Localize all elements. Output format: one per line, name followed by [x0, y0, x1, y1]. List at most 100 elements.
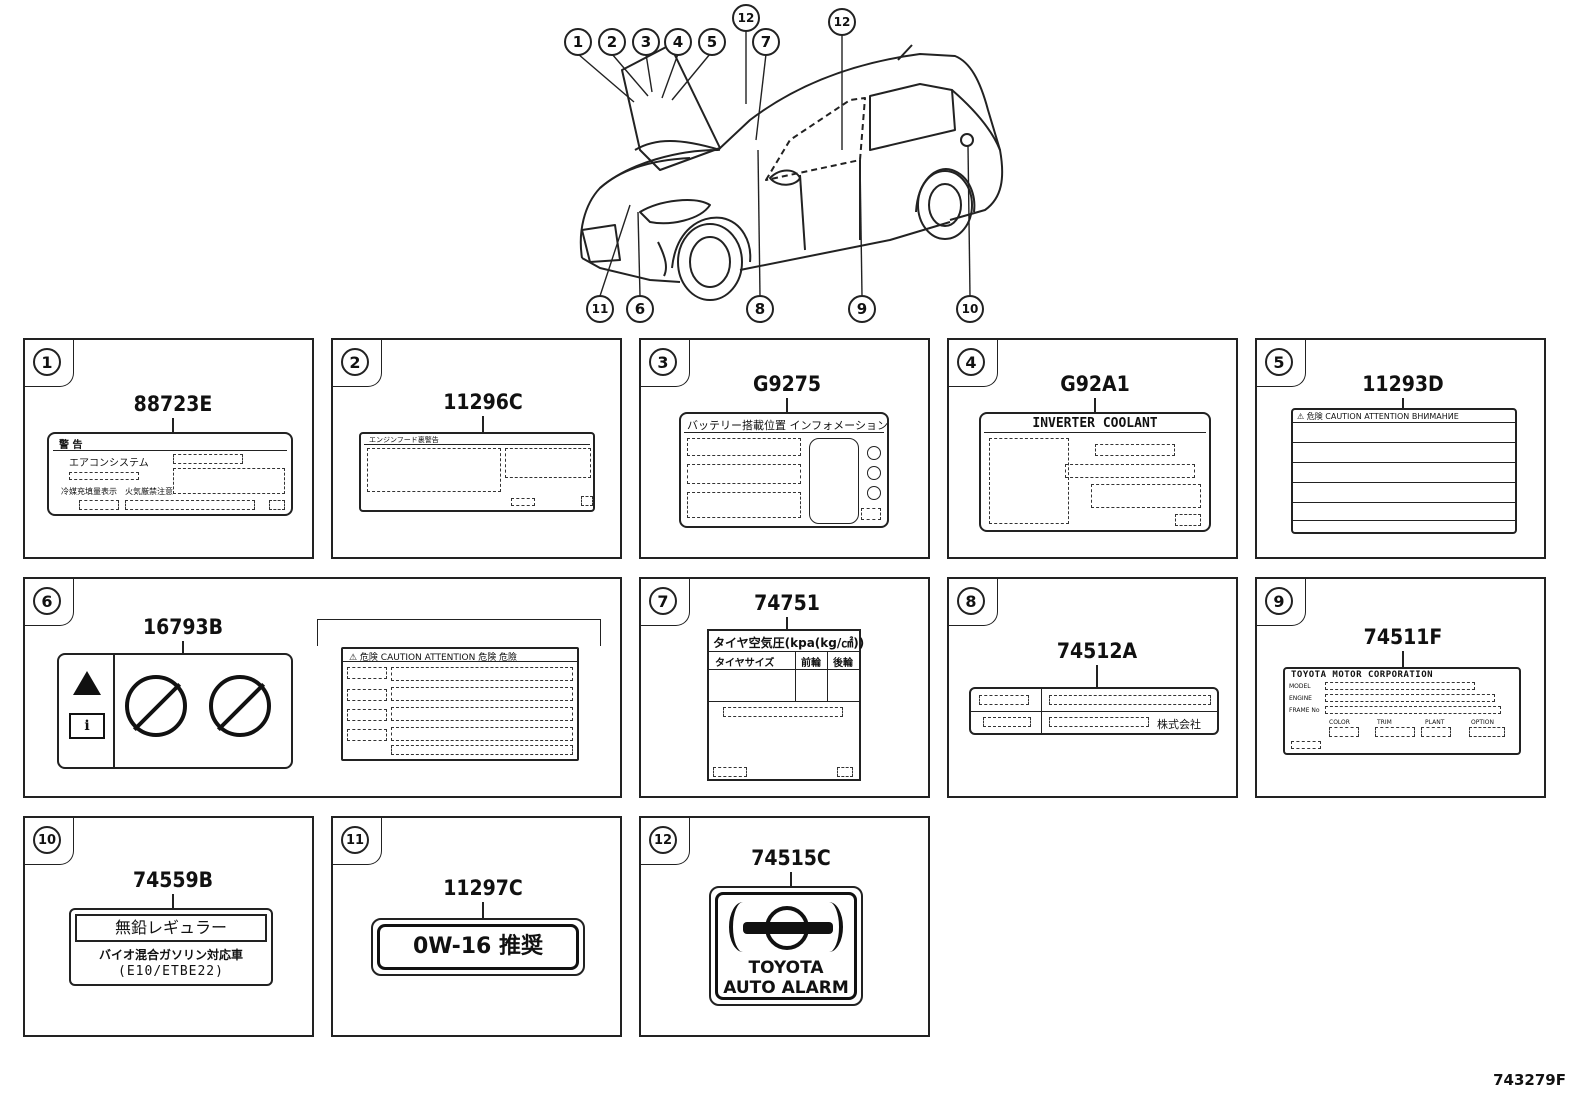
label-11293D: ⚠ 危険 CAUTION ATTENTION ВНИМАНИЕ: [1291, 408, 1517, 534]
callout-9: 9: [848, 295, 876, 323]
panel-number: 2: [341, 348, 369, 376]
leader-line: [1402, 651, 1404, 669]
label-heading: ⚠ 危険 CAUTION ATTENTION ВНИМАНИЕ: [1297, 412, 1459, 421]
callout-11: 11: [586, 295, 614, 323]
label-column-size: タイヤサイズ: [715, 658, 775, 669]
part-number: 74559B: [132, 868, 214, 892]
label-heading: TOYOTA MOTOR CORPORATION: [1291, 670, 1434, 680]
panel-12: 12 74515C TOYOTA AUTO ALARM: [639, 816, 930, 1037]
label-row-frame: FRAME No: [1289, 707, 1320, 714]
callout-8: 8: [746, 295, 774, 323]
part-number: 11296C: [443, 390, 523, 414]
leader-line: [786, 617, 788, 629]
leader-line: [786, 398, 788, 412]
callout-4: 4: [664, 28, 692, 56]
callout-5: 5: [698, 28, 726, 56]
label-column-front: 前輪: [801, 658, 821, 669]
panel-7: 7 74751 タイヤ空気圧(kpa(kg/㎠)) タイヤサイズ 前輪 後輪: [639, 577, 930, 798]
part-number: 11297C: [443, 876, 523, 900]
label-line-2: バイオ混合ガソリン対応車: [98, 948, 243, 962]
leader-line: [172, 418, 174, 434]
panel-number: 12: [649, 826, 677, 854]
no-tool-icon: [209, 675, 271, 737]
label-16793B-pictogram: i: [57, 653, 293, 769]
callout-12a: 12: [732, 4, 760, 32]
alarm-wave-right-icon: [815, 902, 843, 952]
callout-7: 7: [752, 28, 780, 56]
leader-line: [482, 902, 484, 918]
callout-10: 10: [956, 295, 984, 323]
car-illustration: 1 2 3 4 5 6 7 8 9 10 11 12 12: [560, 0, 1010, 330]
leader-line: [790, 872, 792, 886]
part-number: 16793B: [142, 615, 224, 639]
steering-lock-bar: [743, 922, 833, 934]
leader-line: [482, 416, 484, 432]
panel-5: 5 11293D ⚠ 危険 CAUTION ATTENTION ВНИМАНИЕ: [1255, 338, 1546, 559]
label-warning-heading: 警 告: [59, 440, 83, 451]
panel-4: 4 G92A1 INVERTER COOLANT: [947, 338, 1238, 559]
label-74511F: TOYOTA MOTOR CORPORATION MODEL ENGINE FR…: [1283, 667, 1521, 755]
panel-number: 10: [33, 826, 61, 854]
callout-1: 1: [564, 28, 592, 56]
label-heading: エンジンフード裏警告: [369, 436, 439, 444]
panel-3: 3 G9275 バッテリー搭載位置 インフォメーション: [639, 338, 930, 559]
no-hand-icon: [125, 675, 187, 737]
panel-number: 3: [649, 348, 677, 376]
panel-11: 11 11297C 0W-16 推奨: [331, 816, 622, 1037]
alarm-wave-left-icon: [729, 902, 757, 952]
part-number: 11293D: [1362, 372, 1444, 396]
label-74512A: 株式会社: [969, 687, 1219, 735]
leader-line: [1096, 665, 1098, 687]
callout-2: 2: [598, 28, 626, 56]
part-number: 88723E: [133, 392, 213, 416]
label-field-option: OPTION: [1471, 719, 1494, 726]
label-G92A1: INVERTER COOLANT: [979, 412, 1211, 532]
panel-number: 8: [957, 587, 985, 615]
label-line-1: 0W-16 推奨: [377, 924, 579, 970]
label-column-rear: 後輪: [833, 658, 853, 669]
label-line-3: (E10/ETBE22): [118, 964, 224, 979]
warning-triangle-icon: [73, 671, 101, 695]
label-heading: ⚠ 危険 CAUTION ATTENTION 危険 危險: [349, 653, 518, 663]
diagram-id: 743279F: [1493, 1071, 1566, 1089]
leader-line: [182, 641, 184, 653]
part-number: G92A1: [1060, 372, 1130, 396]
part-number: 74511F: [1363, 625, 1443, 649]
part-number: 74751: [754, 591, 820, 615]
panel-number: 11: [341, 826, 369, 854]
label-74515C: TOYOTA AUTO ALARM: [709, 886, 863, 1006]
label-11297C: 0W-16 推奨: [371, 918, 585, 976]
label-company-text: 株式会社: [1157, 718, 1201, 731]
label-line-1: TOYOTA: [748, 958, 824, 978]
panel-number: 1: [33, 348, 61, 376]
label-heading: バッテリー搭載位置 インフォメーション: [687, 419, 888, 432]
panel-number: 9: [1265, 587, 1293, 615]
car-outline-svg: [577, 30, 1004, 301]
part-number: G9275: [752, 372, 822, 396]
label-footer-text: 冷媒充填量表示 火気厳禁注意: [61, 487, 173, 496]
panel-number: 5: [1265, 348, 1293, 376]
part-number: 74515C: [751, 846, 831, 870]
label-16793B-text: ⚠ 危険 CAUTION ATTENTION 危険 危險: [341, 647, 579, 761]
label-line-1: 無鉛レギュラー: [75, 914, 267, 942]
panel-9: 9 74511F TOYOTA MOTOR CORPORATION MODEL …: [1255, 577, 1546, 798]
label-G9275: バッテリー搭載位置 インフォメーション: [679, 412, 889, 528]
label-row-model: MODEL: [1289, 683, 1311, 690]
leader-line: [1402, 398, 1404, 410]
label-11296C: エンジンフード裏警告: [359, 432, 595, 512]
bracket-line: [317, 619, 601, 646]
panel-6: 6 16793B i ⚠ 危険 CAUTION ATTENTION 危険 危險: [23, 577, 622, 798]
part-number: 74512A: [1056, 639, 1138, 663]
panel-number: 7: [649, 587, 677, 615]
label-74751: タイヤ空気圧(kpa(kg/㎠)) タイヤサイズ 前輪 後輪: [707, 629, 865, 781]
label-74559B: 無鉛レギュラー バイオ混合ガソリン対応車 (E10/ETBE22): [69, 908, 273, 986]
callout-3: 3: [632, 28, 660, 56]
panel-2: 2 11296C エンジンフード裏警告: [331, 338, 622, 559]
label-field-color: COLOR: [1329, 719, 1350, 726]
manual-book-icon: i: [69, 713, 105, 739]
leader-line: [1094, 398, 1096, 412]
label-line-1: エアコンシステム: [69, 458, 149, 469]
label-heading: タイヤ空気圧(kpa(kg/㎠)): [713, 636, 865, 650]
label-88723E: 警 告 エアコンシステム 冷媒充填量表示 火気厳禁注意: [47, 432, 293, 516]
panel-1: 1 88723E 警 告 エアコンシステム 冷媒充填量表示 火気厳禁注意: [23, 338, 314, 559]
